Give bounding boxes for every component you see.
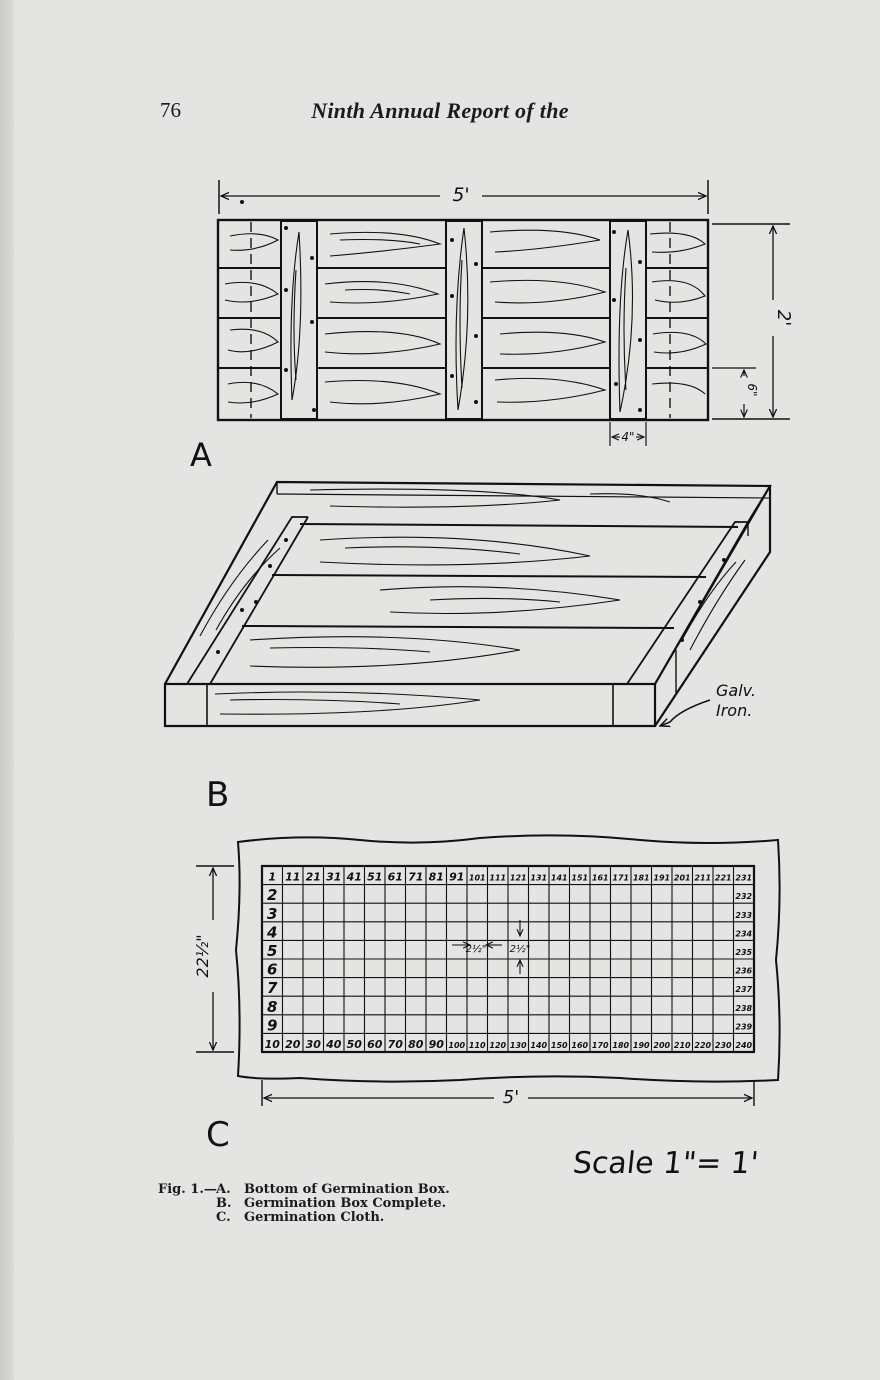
- grid-bottom-number: 170: [592, 1041, 609, 1050]
- caption-lead: Fig. 1.—: [158, 1182, 217, 1197]
- grid-bottom-number: 10: [265, 1038, 281, 1051]
- page-number: 76: [160, 98, 181, 122]
- dim-a-width: 5': [452, 184, 469, 206]
- grid-bottom-number: 80: [408, 1038, 424, 1051]
- grid-last-column-number: 232: [735, 892, 752, 901]
- caption-row-b: B. Germination Box Complete.: [158, 1197, 450, 1211]
- grid-bottom-number: 220: [694, 1041, 711, 1050]
- grid-first-column-number: 7: [267, 979, 278, 997]
- caption-text-a: Bottom of Germination Box.: [244, 1182, 450, 1197]
- grid-header-number: 171: [612, 874, 629, 883]
- grid-last-column-number: 233: [735, 911, 752, 920]
- dim-c-height: 22½": [193, 934, 212, 977]
- grid-header-number: 121: [510, 874, 527, 883]
- panel-label-b: B: [206, 775, 229, 815]
- grid-bottom-number: 190: [633, 1041, 650, 1050]
- grid-last-column-number: 238: [735, 1004, 752, 1013]
- grid-bottom-number: 100: [448, 1041, 465, 1050]
- grid-header-number: 81: [429, 871, 444, 884]
- spacing-label-vertical: 2½": [510, 943, 531, 955]
- grid-header-number: 161: [592, 874, 609, 883]
- panel-label-a: A: [190, 436, 212, 474]
- grid-header-number: 231: [735, 874, 752, 883]
- grid-bottom-number: 120: [489, 1041, 506, 1050]
- grid-header-number: 51: [367, 871, 382, 884]
- grid-header-number: 191: [653, 874, 670, 883]
- grid-bottom-number: 40: [325, 1038, 342, 1051]
- grid-header-number: 91: [449, 871, 464, 884]
- grid-bottom-number: 210: [674, 1041, 691, 1050]
- caption-row-a: Fig. 1.—A. Bottom of Germination Box.: [158, 1183, 450, 1197]
- grid-bottom-number: 20: [285, 1038, 301, 1051]
- grid-header-number: 41: [346, 871, 362, 884]
- dim-a-cleat: 4": [621, 430, 634, 444]
- grid-header-number: 211: [694, 874, 711, 883]
- grid-header-number: 61: [388, 871, 403, 884]
- panel-b-box-view: [163, 480, 772, 726]
- grid-header-number: 31: [326, 871, 341, 884]
- grid-bottom-number: 90: [429, 1038, 445, 1051]
- panel-label-c: C: [206, 1115, 230, 1155]
- grid-header-number: 71: [408, 871, 423, 884]
- label-iron: Iron.: [716, 701, 752, 720]
- grid-first-column-number: 3: [267, 905, 277, 923]
- caption-text-b: Germination Box Complete.: [244, 1196, 447, 1211]
- grid-bottom-number: 130: [510, 1041, 527, 1050]
- grid-header-number: 221: [715, 874, 732, 883]
- grid-last-column-number: 239: [735, 1022, 752, 1031]
- grid-bottom-number: 150: [551, 1041, 568, 1050]
- grid-bottom-number: 30: [306, 1038, 322, 1051]
- grid-header-number: 1: [268, 871, 276, 884]
- spacing-label-horizontal: 2½": [466, 943, 487, 955]
- page-header: 76 Ninth Annual Report of the: [0, 98, 880, 128]
- grid-last-column-number: 234: [735, 929, 752, 938]
- grid-last-column-number: 237: [735, 985, 752, 994]
- grid-first-column-number: 9: [267, 1016, 277, 1034]
- grid-bottom-number: 160: [571, 1041, 588, 1050]
- page-edge: [0, 0, 14, 1380]
- grid-header-number: 131: [530, 874, 547, 883]
- grid-bottom-number: 70: [388, 1038, 404, 1051]
- caption-key-c: C.: [216, 1210, 231, 1225]
- dim-c-width: 5': [503, 1087, 519, 1108]
- grid-header-number: 181: [633, 874, 650, 883]
- grid-header-number: 11: [285, 871, 300, 884]
- grid-header-number: 101: [469, 874, 486, 883]
- grid-last-column-number: 235: [735, 948, 752, 957]
- label-galv: Galv.: [716, 681, 756, 700]
- grid-bottom-number: 180: [612, 1041, 629, 1050]
- dim-a-board: 6": [745, 383, 759, 396]
- grid-bottom-number: 60: [367, 1038, 383, 1051]
- grid-bottom-number: 110: [469, 1041, 486, 1050]
- caption-text-c: Germination Cloth.: [244, 1210, 385, 1225]
- grid-bottom-number: 50: [347, 1038, 363, 1051]
- caption-key-a: A.: [216, 1182, 231, 1197]
- caption-row-c: C. Germination Cloth.: [158, 1211, 450, 1225]
- caption-key-b: B.: [216, 1196, 232, 1211]
- grid-bottom-number: 240: [735, 1041, 752, 1050]
- grid-bottom-number: 230: [715, 1041, 732, 1050]
- figure-caption: Fig. 1.—A. Bottom of Germination Box. B. G…: [158, 1183, 450, 1225]
- grid-bottom-number: 200: [653, 1041, 670, 1050]
- grid-last-column-number: 236: [735, 967, 752, 976]
- grid-first-column-number: 8: [267, 998, 277, 1016]
- grid-header-number: 201: [674, 874, 691, 883]
- grid-first-column-number: 4: [266, 923, 277, 941]
- grid-bottom-number: 140: [530, 1041, 547, 1050]
- grid-first-column-number: 5: [267, 942, 277, 960]
- dim-a-height: 2': [773, 310, 794, 326]
- grid-first-column-number: 6: [267, 961, 277, 979]
- grid-header-number: 111: [489, 874, 506, 883]
- scale-label: Scale 1"= 1': [571, 1146, 760, 1181]
- panel-a-bottom-view: [216, 180, 790, 446]
- grid-header-number: 21: [306, 871, 321, 884]
- grid-first-column-number: 2: [267, 886, 277, 904]
- grid-header-number: 141: [551, 874, 568, 883]
- running-title: Ninth Annual Report of the: [311, 98, 569, 123]
- grid-header-number: 151: [571, 874, 588, 883]
